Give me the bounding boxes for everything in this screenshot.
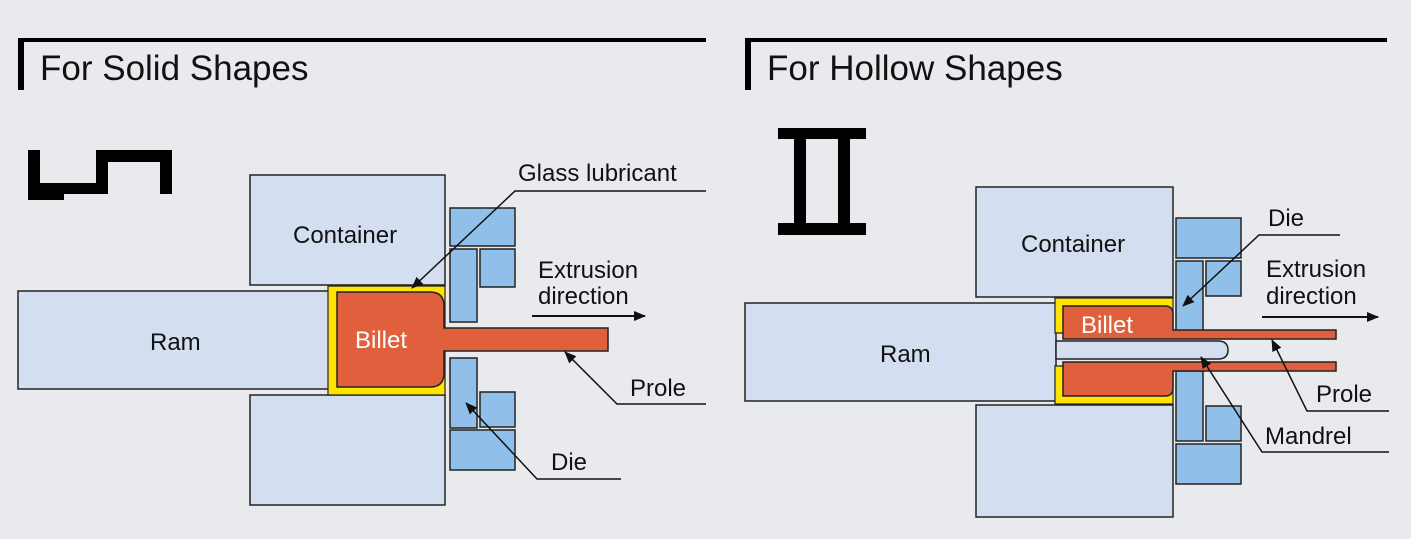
billet (336, 291, 609, 388)
die (1175, 217, 1242, 485)
hollow-title: For Hollow Shapes (767, 49, 1063, 88)
glass-lubricant-leader (411, 190, 706, 289)
ram (744, 302, 1057, 402)
container-top (249, 174, 446, 286)
solid-title-bracket (18, 38, 706, 90)
billet-label: Billet (355, 327, 407, 354)
die-label: Die (1268, 205, 1304, 232)
extrusion-label-line1: Extrusion (538, 257, 638, 284)
prole-label: Prole (630, 375, 686, 402)
container-bottom (975, 404, 1174, 518)
channel-shape-icon (28, 150, 172, 200)
hollow-title-bracket (745, 38, 1387, 90)
prole-leader (564, 351, 706, 405)
hollow-shapes-panel: For Hollow Shapes Container Ram Billet (744, 38, 1389, 518)
billet-upper (1062, 305, 1337, 340)
extrusion-label-line2: direction (538, 283, 629, 310)
container-top (975, 186, 1174, 298)
ram-label: Ram (880, 341, 931, 368)
billet-label: Billet (1081, 312, 1133, 339)
solid-shapes-panel: For Solid Shapes Container Ram Billet Ex… (17, 38, 706, 506)
container-bottom (249, 394, 446, 506)
mandrel (1055, 340, 1229, 360)
prole-leader (1271, 339, 1389, 412)
die-leader (465, 402, 621, 480)
mandrel-label: Mandrel (1265, 423, 1352, 450)
container-label: Container (293, 222, 397, 249)
i-beam-shape-icon (778, 128, 866, 235)
extrusion-label-line2: direction (1266, 283, 1357, 310)
prole-label: Prole (1316, 381, 1372, 408)
billet-lower (1062, 361, 1337, 397)
die-label: Die (551, 449, 587, 476)
extrusion-label-line1: Extrusion (1266, 256, 1366, 283)
glass-lubricant-label: Glass lubricant (518, 160, 677, 187)
die (449, 207, 516, 471)
solid-title: For Solid Shapes (40, 49, 308, 88)
die-leader (1182, 234, 1340, 307)
ram-label: Ram (150, 329, 201, 356)
ram (17, 290, 331, 390)
container-label: Container (1021, 231, 1125, 258)
mandrel-leader (1200, 356, 1389, 453)
